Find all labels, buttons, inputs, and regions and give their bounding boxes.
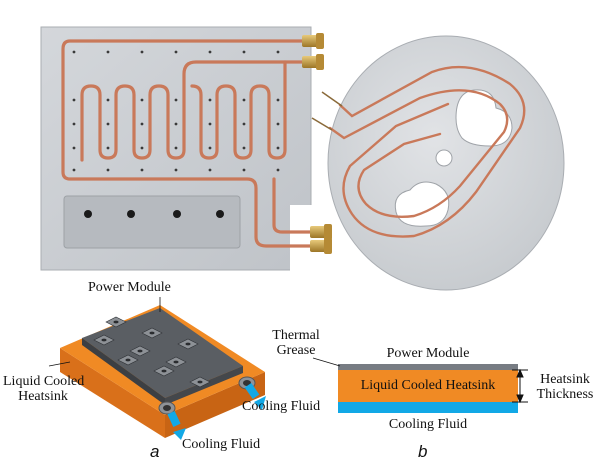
- label-cooling-fluid-bottom-a: Cooling Fluid: [182, 437, 261, 452]
- module-terminal-hole: [161, 369, 167, 373]
- mounting-hole: [242, 50, 246, 54]
- power-module-terminals: [93, 316, 211, 388]
- heatsink-layer: [338, 370, 518, 402]
- disc-copper-tube: [328, 65, 526, 238]
- mounting-hole: [208, 98, 212, 102]
- fluid-flow-arrow-right: [244, 382, 266, 410]
- module-terminal-hole: [197, 380, 203, 384]
- module-terminal-hole: [125, 358, 131, 362]
- mounting-hole: [276, 122, 280, 126]
- module-terminal-hole: [149, 331, 155, 335]
- fluid-port-left: [158, 401, 176, 415]
- module-terminal-hole: [113, 320, 119, 324]
- power-module-side-right: [165, 366, 243, 405]
- leader-thermal-grease: [312, 357, 341, 367]
- mounting-hole: [72, 50, 76, 54]
- cooling-fluid-layer: [338, 402, 518, 413]
- panel-a-heatsink-illustration: [48, 297, 266, 440]
- power-module-top: [82, 308, 243, 398]
- mounting-hole: [174, 168, 178, 172]
- brass-fitting-top-upper: [302, 33, 324, 49]
- circular-cold-plate-photo: [311, 35, 565, 291]
- caption-b: b: [418, 442, 428, 461]
- label-liquid-cooled-line2: Heatsink: [18, 388, 68, 404]
- thermal-grease-layer: [338, 364, 518, 370]
- disc-lead-wire-lower: [311, 117, 333, 131]
- pocket-holes: [84, 210, 224, 218]
- mounting-hole: [174, 146, 178, 150]
- module-terminal-hole: [173, 360, 179, 364]
- label-power-module-b: Power Module: [386, 346, 470, 361]
- disc-lead-wire-upper: [321, 91, 343, 107]
- label-cooling-fluid-right-a: Cooling Fluid: [242, 399, 321, 414]
- brass-fitting-bottom-lower: [310, 238, 332, 254]
- mounting-hole: [242, 98, 246, 102]
- mounting-hole: [276, 98, 280, 102]
- mounting-hole: [106, 146, 110, 150]
- label-thermal-line1: Thermal: [272, 328, 320, 343]
- mounting-hole: [72, 98, 76, 102]
- label-power-module-a: Power Module: [88, 280, 171, 295]
- power-module-side: [82, 338, 165, 405]
- mounting-hole: [140, 50, 144, 54]
- label-thickness-line2: Thickness: [536, 386, 594, 402]
- copper-serpentine-tube: [61, 39, 314, 248]
- mounting-hole: [242, 122, 246, 126]
- mounting-hole: [72, 168, 76, 172]
- brass-fitting-bottom-upper: [310, 224, 332, 240]
- mounting-hole: [72, 146, 76, 150]
- module-terminal-hole: [101, 338, 107, 342]
- label-thermal-line2: Grease: [276, 342, 316, 358]
- mounting-hole: [174, 98, 178, 102]
- cold-plate-mounting-holes: [72, 50, 280, 172]
- mounting-hole: [242, 168, 246, 172]
- brass-fitting-top-lower: [302, 54, 324, 70]
- heatsink-front-face: [60, 348, 165, 438]
- mounting-hole: [174, 50, 178, 54]
- mounting-hole: [208, 168, 212, 172]
- mounting-hole: [140, 146, 144, 150]
- label-cooling-fluid-b: Cooling Fluid: [388, 417, 468, 432]
- mounting-hole: [140, 168, 144, 172]
- mounting-hole: [106, 98, 110, 102]
- heatsink-thickness-dimension: [512, 368, 528, 404]
- label-heatsink-layer: Liquid Cooled Heatsink: [360, 378, 496, 393]
- cold-plate-notch: [290, 205, 312, 271]
- mounting-hole: [106, 168, 110, 172]
- mounting-hole: [276, 146, 280, 150]
- mounting-hole: [140, 122, 144, 126]
- leader-liquid-cooled-heatsink: [48, 361, 71, 367]
- cold-plate-recessed-pocket: [63, 195, 241, 249]
- mounting-hole: [208, 146, 212, 150]
- label-thickness-line1: Heatsink: [540, 372, 590, 387]
- label-liquid-cooled-line1: Liquid Cooled: [3, 374, 85, 389]
- mounting-hole: [72, 122, 76, 126]
- disc-cutouts: [394, 89, 513, 227]
- mounting-hole: [276, 50, 280, 54]
- label-heatsink-thickness: Heatsink Thickness: [530, 372, 600, 402]
- caption-a: a: [150, 442, 160, 461]
- panel-b-layer-diagram: [312, 357, 528, 413]
- mounting-hole: [242, 146, 246, 150]
- mounting-hole: [174, 122, 178, 126]
- label-thermal-grease: Thermal Grease: [266, 328, 326, 358]
- fluid-flow-arrow-bottom: [167, 410, 186, 440]
- mounting-hole: [106, 122, 110, 126]
- mounting-hole: [208, 50, 212, 54]
- mounting-hole: [140, 98, 144, 102]
- module-terminal-hole: [185, 342, 191, 346]
- mounting-hole: [276, 168, 280, 172]
- label-liquid-cooled-heatsink-a: Liquid Cooled Heatsink: [3, 374, 85, 404]
- mounting-hole: [208, 122, 212, 126]
- heatsink-right-face: [165, 372, 265, 438]
- mounting-hole: [106, 50, 110, 54]
- rectangular-cold-plate-photo: [40, 26, 332, 271]
- module-terminal-hole: [137, 349, 143, 353]
